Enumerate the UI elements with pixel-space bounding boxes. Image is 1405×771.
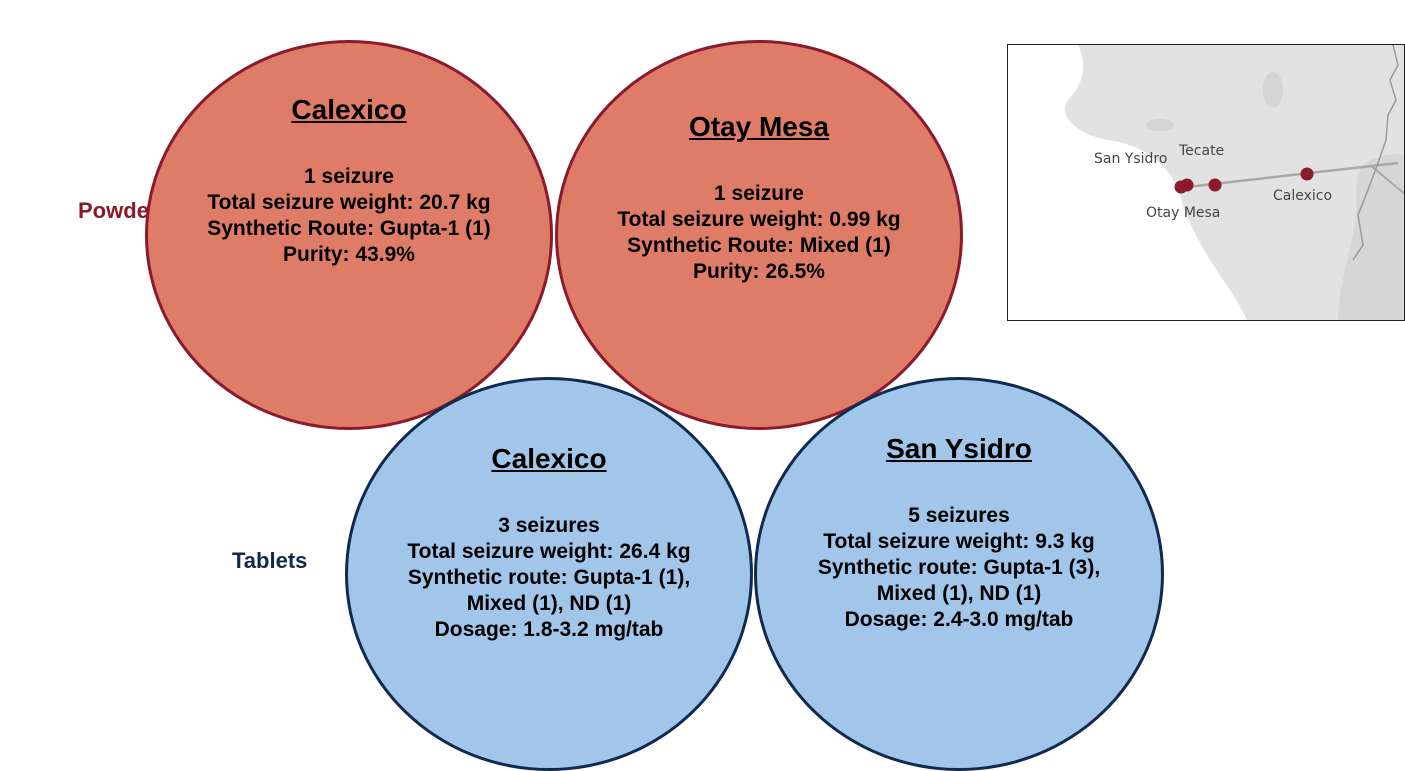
seizure-weight: Total seizure weight: 9.3 kg (823, 530, 1095, 553)
seizure-count: 3 seizures (498, 514, 600, 537)
purity: Purity: 26.5% (693, 260, 825, 283)
dosage: Dosage: 2.4-3.0 mg/tab (844, 608, 1074, 631)
map-graphic (1008, 45, 1404, 320)
site-title: Calexico (491, 443, 607, 474)
map-label-calexico: Calexico (1273, 188, 1333, 204)
tablets-row-label: Tablets (232, 548, 308, 573)
map-label-otay-mesa: Otay Mesa (1146, 205, 1221, 221)
seizure-weight: Total seizure weight: 26.4 kg (407, 540, 691, 563)
synthetic-route-line1: Synthetic route: Gupta-1 (1), (407, 566, 691, 589)
seizure-weight: Total seizure weight: 0.99 kg (617, 208, 901, 231)
seizure-count: 1 seizure (714, 182, 804, 205)
seizure-count: 5 seizures (908, 504, 1010, 527)
synthetic-route: Synthetic Route: Mixed (1) (627, 234, 891, 257)
site-title: Calexico (291, 94, 407, 125)
synthetic-route-line2: Mixed (1), ND (1) (876, 582, 1042, 605)
marker-calexico (1300, 167, 1314, 181)
border-map: San Ysidro Tecate Otay Mesa Calexico (1007, 44, 1405, 321)
synthetic-route-line1: Synthetic route: Gupta-1 (3), (817, 556, 1101, 579)
synthetic-route-line2: Mixed (1), ND (1) (466, 592, 632, 615)
marker-tecate (1208, 178, 1222, 192)
purity: Purity: 43.9% (283, 243, 415, 266)
site-title: San Ysidro (886, 433, 1032, 464)
map-label-tecate: Tecate (1179, 143, 1225, 159)
powder-calexico-circle: Calexico 1 seizure Total seizure weight:… (145, 40, 553, 430)
powder-otay-mesa-circle: Otay Mesa 1 seizure Total seizure weight… (555, 40, 963, 430)
seizure-weight: Total seizure weight: 20.7 kg (207, 191, 491, 214)
map-label-san-ysidro: San Ysidro (1094, 151, 1168, 167)
tablet-san-ysidro-circle: San Ysidro 5 seizures Total seizure weig… (754, 377, 1164, 771)
tablet-calexico-circle: Calexico 3 seizures Total seizure weight… (345, 377, 753, 771)
seizure-count: 1 seizure (304, 165, 394, 188)
dosage: Dosage: 1.8-3.2 mg/tab (434, 618, 664, 641)
marker-otay-mesa (1180, 178, 1194, 192)
site-title: Otay Mesa (688, 111, 830, 142)
synthetic-route: Synthetic Route: Gupta-1 (1) (207, 217, 491, 240)
